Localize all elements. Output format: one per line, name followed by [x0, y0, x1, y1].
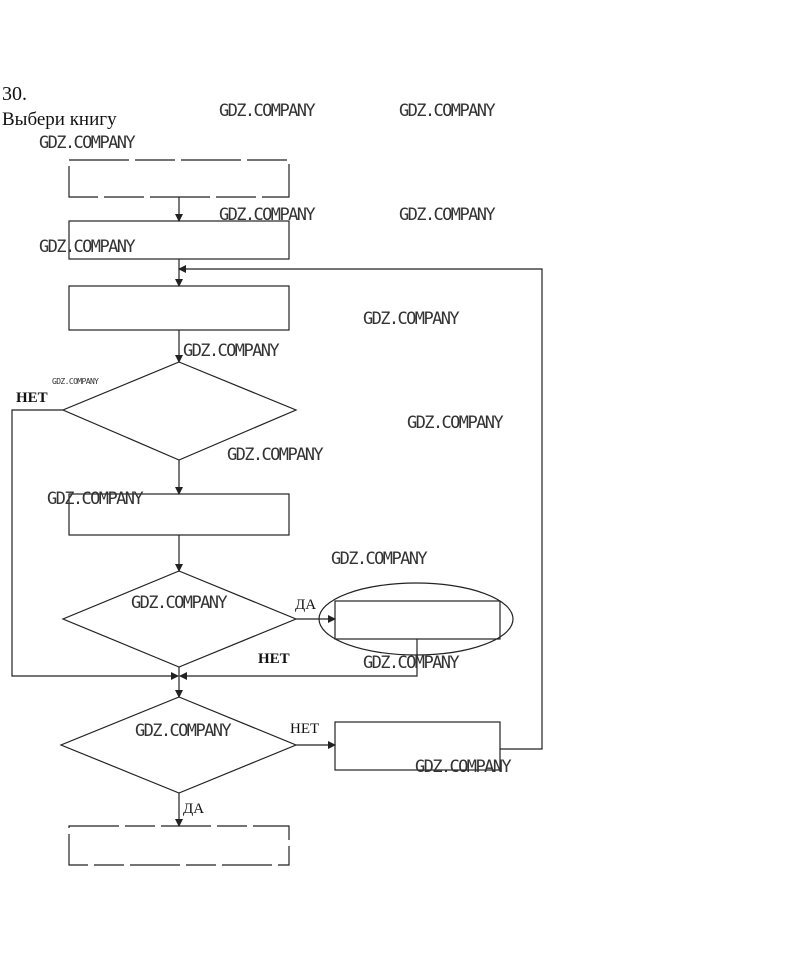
watermark: GDZ.COMPANY — [399, 205, 495, 225]
watermark: GDZ.COMPANY — [363, 653, 459, 673]
watermark: GDZ.COMPANY — [135, 721, 231, 741]
process-box-3 — [68, 285, 290, 331]
process-box-5 — [334, 600, 501, 640]
process-box-7 — [68, 825, 290, 866]
watermark: GDZ.COMPANY — [47, 489, 143, 509]
watermark: GDZ.COMPANY — [39, 133, 135, 153]
watermark: GDZ.COMPANY — [131, 593, 227, 613]
label-no-3: НЕТ — [290, 721, 319, 737]
watermark: GDZ.COMPANY — [331, 549, 427, 569]
task-number: 30. — [2, 83, 27, 105]
watermark: GDZ.COMPANY — [52, 377, 99, 386]
connectors — [11, 197, 543, 827]
decision-3 — [59, 696, 298, 794]
process-box-1 — [68, 159, 290, 198]
label-yes-2: ДА — [295, 597, 316, 613]
watermark: GDZ.COMPANY — [363, 309, 459, 329]
watermark: GDZ.COMPANY — [183, 341, 279, 361]
watermark: GDZ.COMPANY — [39, 237, 135, 257]
watermark: GDZ.COMPANY — [407, 413, 503, 433]
task-title: Выбери книгу — [2, 109, 117, 130]
label-no-2: НЕТ — [258, 651, 290, 667]
watermark: GDZ.COMPANY — [227, 445, 323, 465]
watermark: GDZ.COMPANY — [219, 205, 315, 225]
highlight-ellipse — [318, 582, 514, 656]
watermark: GDZ.COMPANY — [415, 757, 511, 777]
label-yes-3: ДА — [183, 801, 204, 817]
watermark: GDZ.COMPANY — [399, 101, 495, 121]
watermarks: GDZ.COMPANY GDZ.COMPANY GDZ.COMPANY GDZ.… — [39, 101, 513, 777]
watermark: GDZ.COMPANY — [219, 101, 315, 121]
label-no-1: НЕТ — [16, 390, 48, 406]
